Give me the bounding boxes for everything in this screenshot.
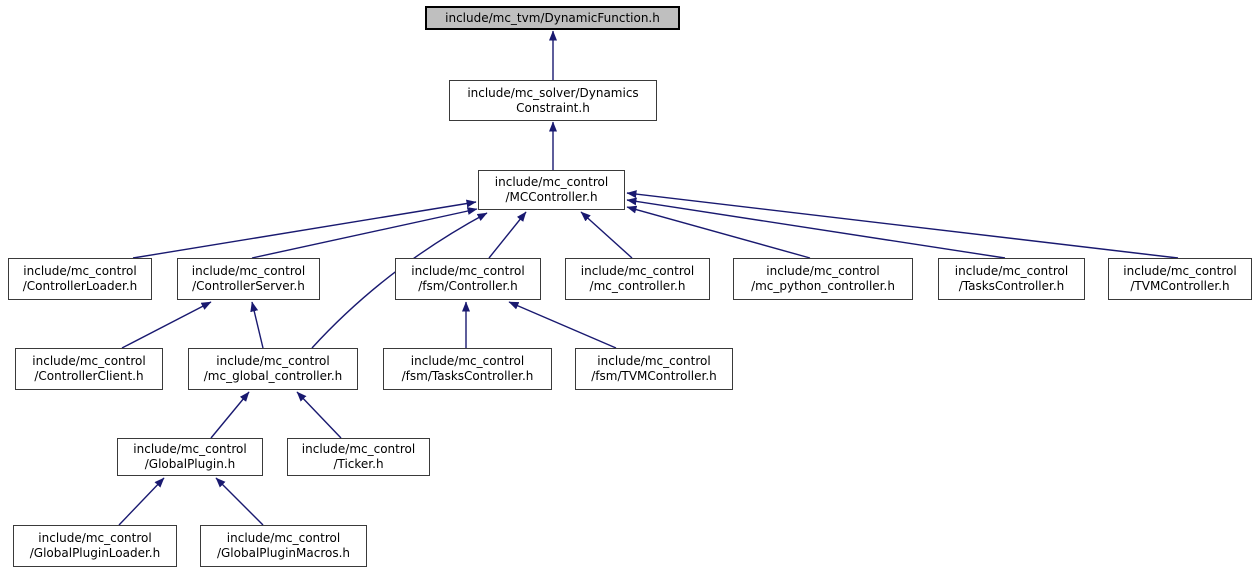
edge-n17-n14 [215,477,264,526]
node-label-line: include/mc_control [226,531,341,545]
edge-n5-n2 [488,211,527,259]
edge-n7-n2 [626,205,811,259]
node-label-line: /mc_controller.h [589,279,686,293]
node-label-line: /ControllerServer.h [192,279,305,293]
node-label-line: include/mc_solver/Dynamics [467,85,639,100]
node-label-line: include/mc_tvm/DynamicFunction.h [445,10,660,25]
node-label-line: include/mc_control [766,264,880,278]
edge-n6-n2 [580,211,633,259]
node-label-line: include/mc_control [301,442,416,456]
edge-n11-n4 [250,301,264,349]
node-mc-control-tvmcontroller-h[interactable]: include/mc_control/TVMController.h [1108,258,1252,300]
node-label-line: /ControllerLoader.h [22,279,138,293]
node-label-line: /TVMController.h [1130,279,1230,293]
node-label-line: include/mc_control [38,531,152,545]
node-label-line: /GlobalPluginMacros.h [216,546,351,560]
edge-n13-n5 [508,301,617,349]
node-label-line: include/mc_control [597,354,711,368]
node-label-line: /Ticker.h [333,457,384,471]
node-mc-control-globalplugin-h[interactable]: include/mc_control/GlobalPlugin.h [117,438,263,476]
node-mc-control-mc-global-controller-h[interactable]: include/mc_control/mc_global_controller.… [188,348,358,390]
node-label-line: /fsm/TVMController.h [591,369,717,383]
node-mc-control-taskscontroller-h[interactable]: include/mc_control/TasksController.h [938,258,1085,300]
node-label-line: include/mc_control [411,264,525,278]
node-mc-control-mc-python-controller-h[interactable]: include/mc_control/mc_python_controller.… [733,258,913,300]
node-label-line: include/mc_control [23,264,137,278]
node-label-line: include/mc_control [1123,264,1237,278]
node-label-line: /GlobalPlugin.h [144,457,236,471]
node-label-line: include/mc_control [32,354,146,368]
edge-n11-n2 [311,212,488,349]
node-label-line: include/mc_control [580,264,695,278]
node-label-line: include/mc_control [216,354,330,368]
node-mc-tvm-dynamicfunction-h: include/mc_tvm/DynamicFunction.h [425,6,680,30]
node-label-line: include/mc_control [410,354,525,368]
edge-n10-n4 [121,301,212,349]
node-label-line: include/mc_control [133,442,247,456]
edge-n8-n2 [626,197,1006,259]
node-label-line: Constraint.h [516,100,590,115]
edge-n3-n2 [132,199,477,259]
node-label-line: /mc_python_controller.h [751,279,895,293]
edge-n9-n2 [626,190,1179,259]
node-mc-control-fsm-controller-h[interactable]: include/mc_control/fsm/Controller.h [395,258,541,300]
node-mc-control-mc-controller-h[interactable]: include/mc_control/mc_controller.h [565,258,710,300]
node-label-line: /fsm/Controller.h [418,279,518,293]
node-label-line: /MCController.h [505,190,598,204]
node-mc-control-controllerloader-h[interactable]: include/mc_control/ControllerLoader.h [8,258,152,300]
node-mc-control-globalpluginloader-h[interactable]: include/mc_control/GlobalPluginLoader.h [13,525,177,567]
node-mc-control-globalpluginmacros-h[interactable]: include/mc_control/GlobalPluginMacros.h [200,525,367,567]
node-mc-control-fsm-tvmcontroller-h[interactable]: include/mc_control/fsm/TVMController.h [575,348,733,390]
node-label-line: include/mc_control [191,264,306,278]
node-label-line: /fsm/TasksController.h [401,369,534,383]
node-label-line: include/mc_control [494,175,609,189]
node-label-line: /ControllerClient.h [34,369,144,383]
node-label-line: /mc_global_controller.h [203,369,343,383]
edge-n16-n14 [118,477,165,526]
node-label-line: include/mc_control [954,264,1069,278]
node-mc-control-controllerclient-h[interactable]: include/mc_control/ControllerClient.h [15,348,163,390]
node-label-line: /GlobalPluginLoader.h [29,546,161,560]
node-mc-control-fsm-taskscontroller-h[interactable]: include/mc_control/fsm/TasksController.h [383,348,552,390]
edge-n15-n11 [296,391,342,439]
node-label-line: /TasksController.h [958,279,1065,293]
edge-n14-n11 [210,391,250,439]
node-mc-control-ticker-h[interactable]: include/mc_control/Ticker.h [287,438,430,476]
node-mc-control-controllerserver-h[interactable]: include/mc_control/ControllerServer.h [177,258,320,300]
node-mc-control-mccontroller-h[interactable]: include/mc_control/MCController.h [478,170,625,210]
edge-n4-n2 [251,207,478,259]
